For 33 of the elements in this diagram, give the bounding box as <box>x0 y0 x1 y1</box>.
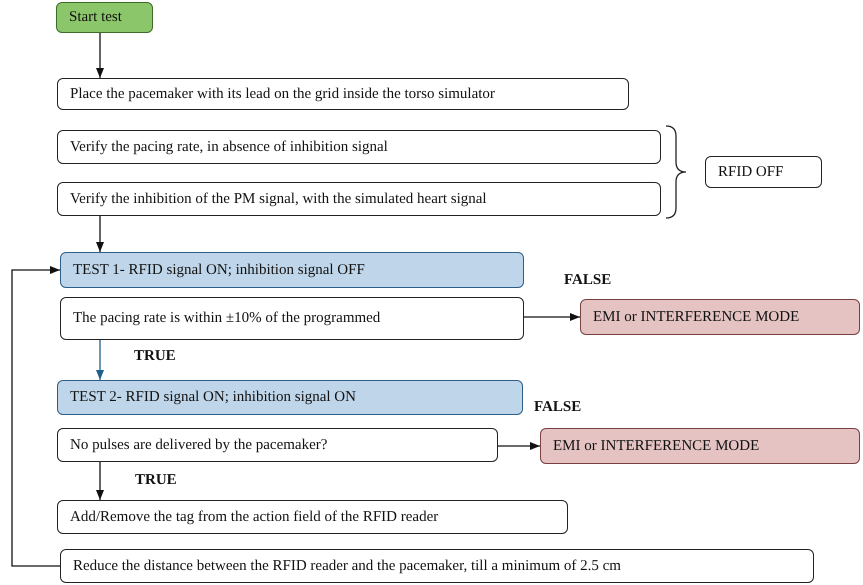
node-text: No pulses are delivered by the pacemaker? <box>70 436 328 454</box>
arrow <box>96 216 104 252</box>
process-box <box>57 130 661 164</box>
node-text: EMI or INTERFERENCE MODE <box>553 438 760 454</box>
arrow <box>498 442 540 450</box>
process-box <box>57 428 498 462</box>
process-box <box>60 252 524 288</box>
node-text: EMI or INTERFERENCE MODE <box>593 308 800 326</box>
arrow <box>96 340 104 380</box>
arrow <box>96 33 104 78</box>
node-text: Verify the pacing rate, in absence of inhibition signal <box>70 138 388 156</box>
node-text: TEST 1- RFID signal ON; inhibition signal OFF <box>73 262 365 278</box>
node-text: Place the pacemaker with its lead on the grid inside the torso simulator <box>70 86 495 102</box>
result-box <box>540 428 860 464</box>
process-box <box>57 380 523 415</box>
arrow <box>11 266 60 567</box>
process-box <box>56 2 153 33</box>
node-text: Start test <box>69 9 122 26</box>
node-text: TEST 2- RFID signal ON; inhibition signal ON <box>70 389 356 406</box>
node-text: The pacing rate is within ±10% of the programmed <box>73 310 380 327</box>
process-box <box>57 78 629 110</box>
node-text: Verify the inhibition of the PM signal, with the simulated heart signal <box>70 190 487 208</box>
node-text: Add/Remove the tag from the action field of the RFID reader <box>70 508 438 526</box>
arrow <box>96 462 104 500</box>
process-box <box>60 549 814 583</box>
process-box <box>57 182 661 216</box>
node-text: Reduce the distance between the RFID reader and the pacemaker, till a minimum of 2.5 cm <box>73 558 621 574</box>
result-box <box>580 299 860 335</box>
process-box <box>57 500 568 534</box>
arrow <box>524 313 580 321</box>
process-box <box>60 297 524 340</box>
node-text: RFID OFF <box>718 164 784 180</box>
process-box <box>705 156 822 188</box>
